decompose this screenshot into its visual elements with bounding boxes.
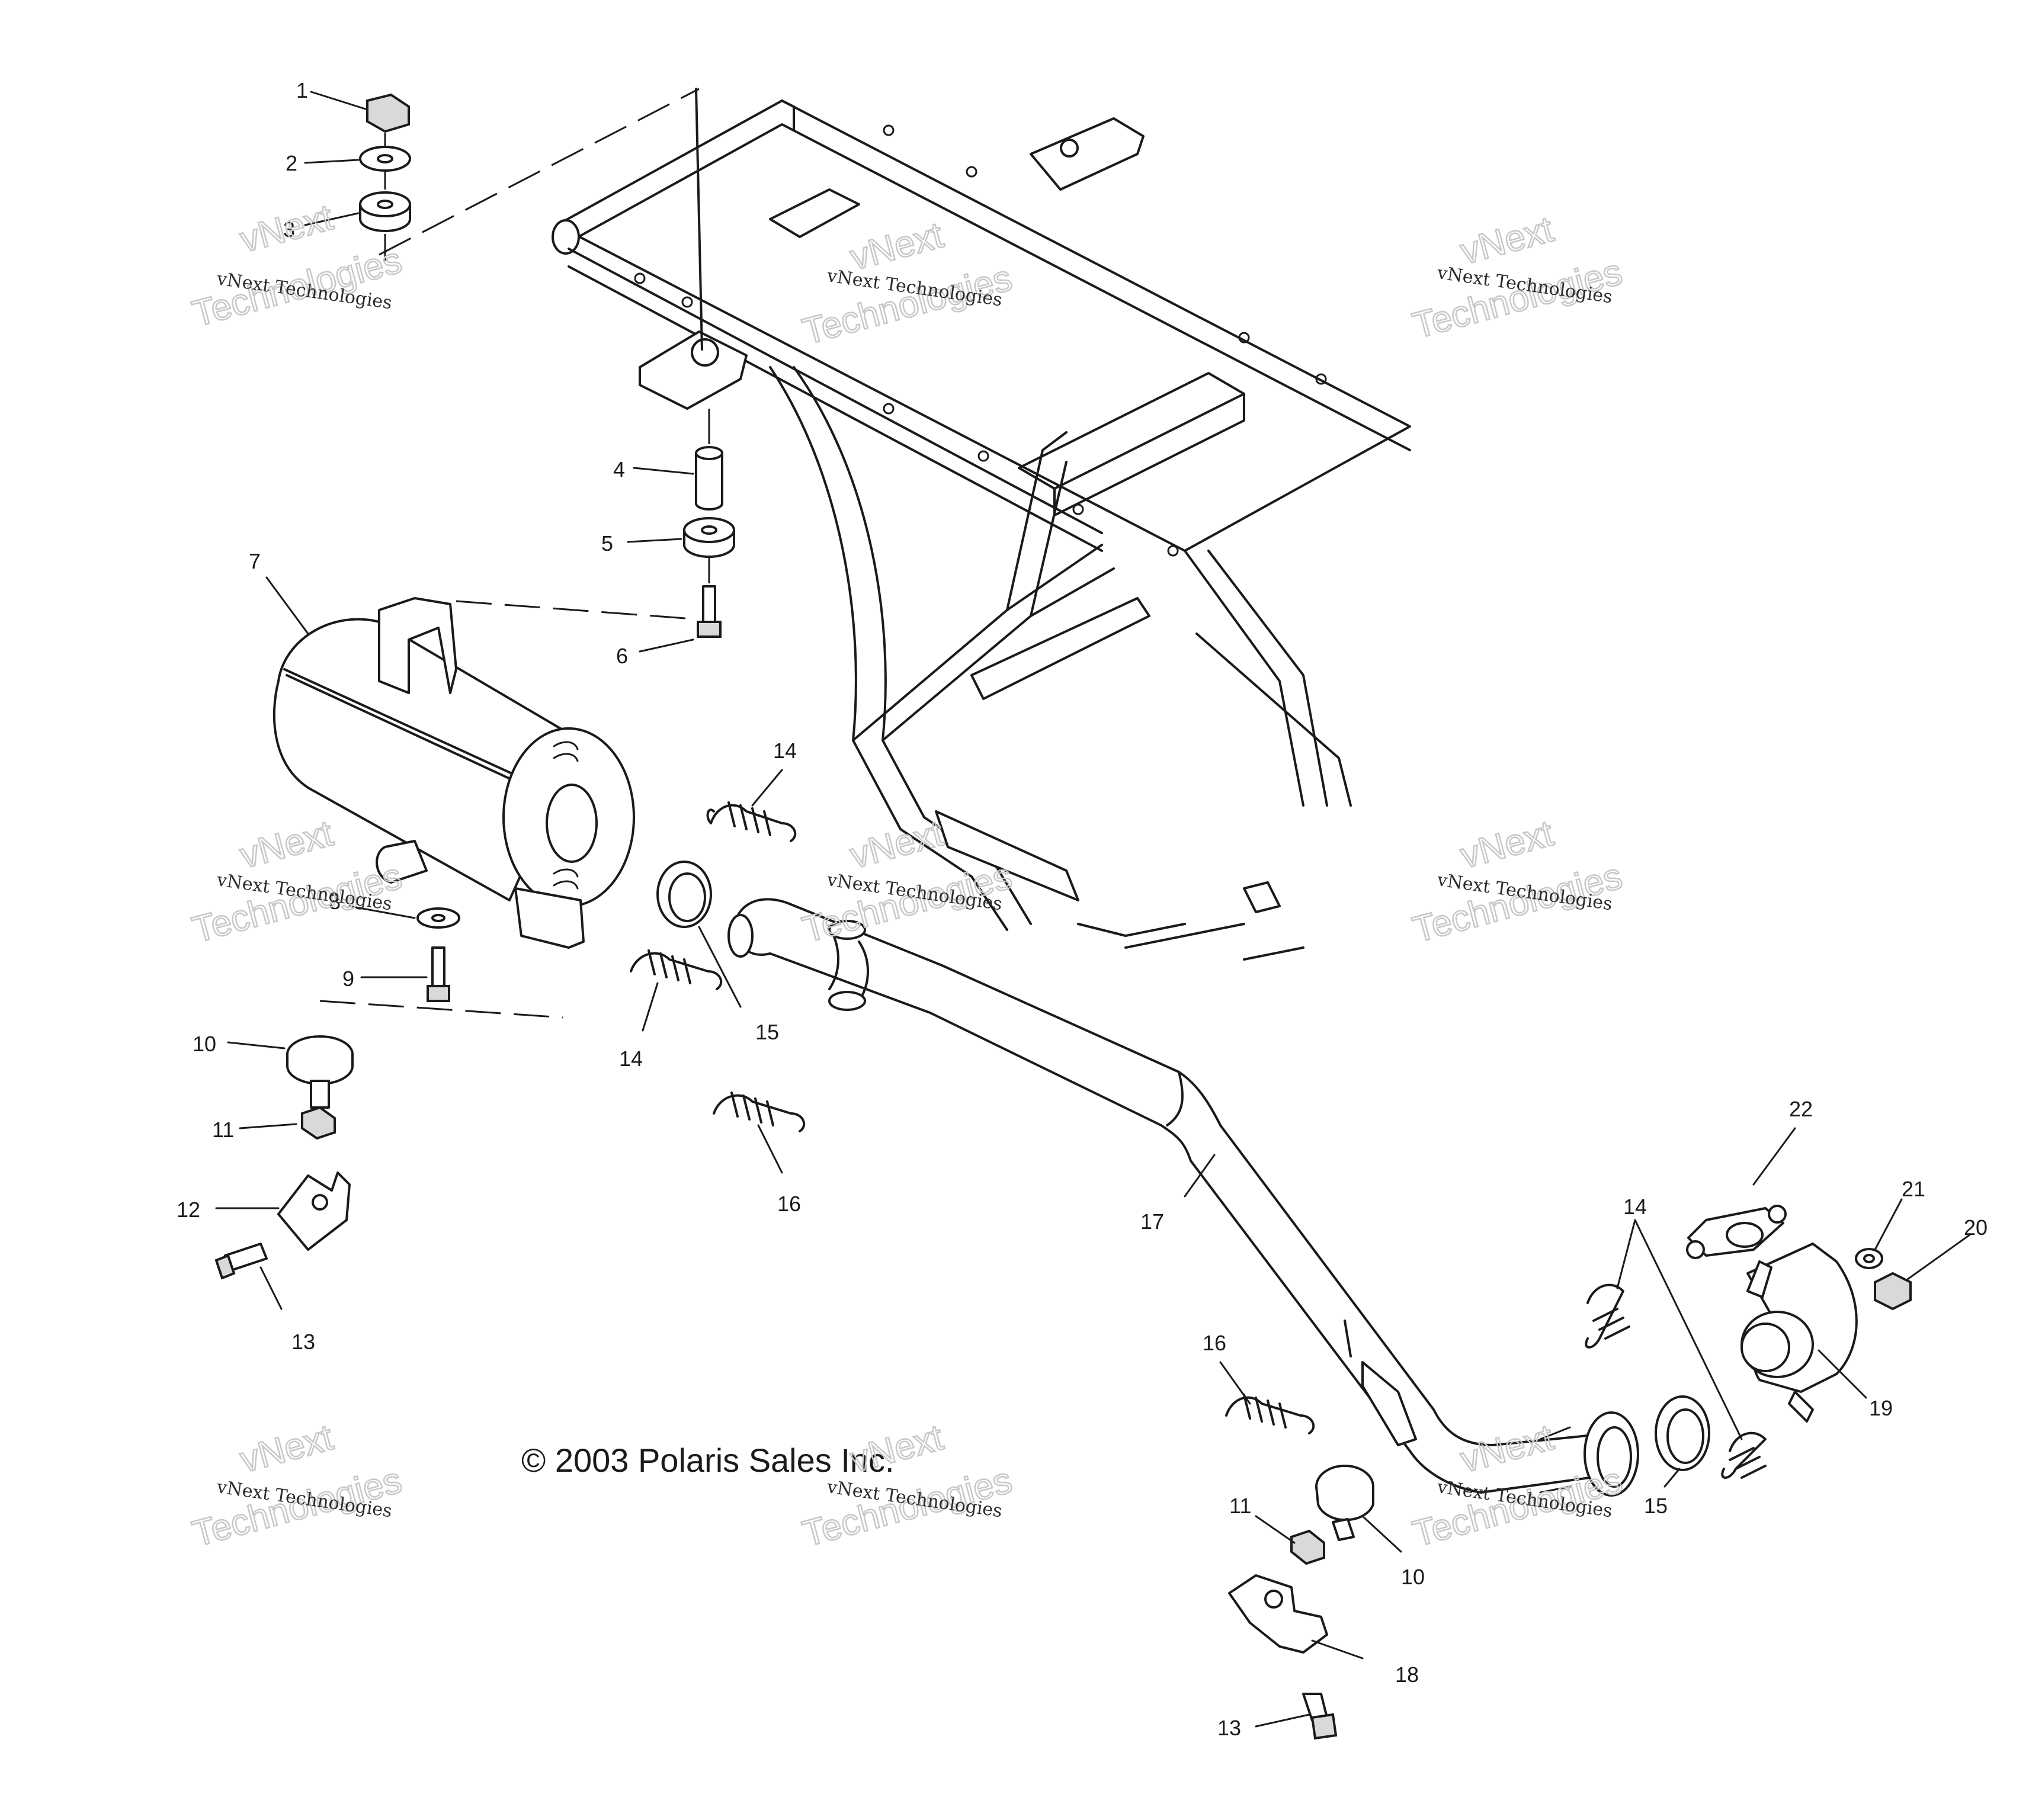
callout-6: 6 — [616, 644, 628, 668]
callout-14-lower: 14 — [619, 1047, 643, 1071]
hardware-stack-middle — [683, 409, 735, 638]
watermark: vNext Technologies — [188, 1416, 407, 1555]
nut-11-right — [1290, 1529, 1325, 1565]
callout-3: 3 — [283, 217, 295, 242]
callout-4: 4 — [613, 457, 625, 482]
callout-19: 19 — [1869, 1396, 1893, 1420]
hardware-muffler-mount — [214, 907, 563, 1280]
springs-left — [630, 801, 806, 1132]
frame-drawing — [552, 99, 1411, 961]
svg-text:vNext: vNext — [236, 1417, 337, 1481]
bolt-6 — [702, 585, 716, 623]
callout-16-right: 16 — [1203, 1331, 1226, 1355]
nut-20 — [1874, 1272, 1912, 1311]
svg-text:vNext: vNext — [1456, 813, 1557, 877]
muffler-7 — [273, 597, 694, 949]
callout-12: 12 — [177, 1198, 200, 1222]
callout-13: 13 — [291, 1330, 315, 1354]
copyright-notice: © 2003 Polaris Sales Inc. — [521, 1442, 895, 1479]
callout-15-left: 15 — [755, 1020, 779, 1044]
svg-text:vNext: vNext — [1456, 1417, 1557, 1481]
spring-16-left — [713, 1092, 806, 1132]
callout-10: 10 — [193, 1032, 216, 1056]
bolt-9 — [431, 946, 445, 987]
callout-2: 2 — [286, 151, 297, 175]
watermarks: vNext Technologies vNext Technologies vN… — [188, 196, 1627, 1555]
callout-15-right: 15 — [1644, 1494, 1668, 1518]
svg-text:vNext: vNext — [846, 1417, 947, 1481]
leader-lines — [215, 91, 1971, 1728]
watermark: vNext Technologies — [1408, 208, 1627, 347]
svg-text:vNext: vNext — [846, 214, 947, 278]
callout-11: 11 — [212, 1118, 234, 1142]
watermark: vNext Technologies — [798, 812, 1017, 951]
callout-8: 8 — [329, 890, 341, 914]
nut-1 — [366, 93, 410, 133]
gasket-plate-22 — [1686, 1205, 1787, 1259]
callout-22: 22 — [1789, 1097, 1813, 1121]
callout-16-left: 16 — [777, 1192, 801, 1216]
callout-21: 21 — [1902, 1177, 1925, 1201]
spring-14-lower — [630, 949, 723, 990]
callout-5: 5 — [601, 531, 613, 556]
callout-9: 9 — [342, 967, 354, 991]
spring-14-right-lower — [1721, 1431, 1767, 1479]
svg-text:vNext: vNext — [236, 813, 337, 877]
spring-14-right-upper — [1585, 1283, 1630, 1349]
callout-10-right: 10 — [1401, 1565, 1425, 1589]
bracket-12 — [277, 1171, 351, 1251]
svg-text:vNext: vNext — [1456, 208, 1557, 272]
hardware-lower-right — [1228, 1465, 1374, 1740]
callout-13-right: 13 — [1217, 1716, 1241, 1740]
gasket-15-left — [656, 861, 712, 928]
hardware-stack-upper — [359, 88, 703, 351]
spring-16-right — [1225, 1394, 1315, 1434]
callout-20: 20 — [1964, 1215, 1988, 1240]
spacer-4 — [695, 453, 723, 511]
callout-labels: 1 2 3 4 5 6 7 8 9 10 11 12 13 14 14 15 1… — [177, 78, 1988, 1740]
springs-right — [1225, 1205, 1912, 1479]
callout-14-upper: 14 — [773, 739, 797, 763]
watermark: vNext Technologies — [1408, 812, 1627, 951]
gasket-15-right — [1655, 1395, 1710, 1471]
callout-14-right: 14 — [1623, 1195, 1647, 1219]
svg-text:vNext: vNext — [236, 197, 337, 261]
callout-11-right: 11 — [1229, 1494, 1251, 1518]
callout-17: 17 — [1140, 1209, 1164, 1234]
exhaust-manifold-19 — [1740, 1243, 1858, 1423]
callout-7: 7 — [249, 549, 261, 573]
nut-11 — [301, 1106, 336, 1140]
header-pipe-17 — [727, 898, 1639, 1497]
spring-14-upper — [706, 801, 797, 842]
callout-18: 18 — [1395, 1662, 1419, 1687]
callout-1: 1 — [296, 78, 308, 102]
bracket-18 — [1228, 1574, 1328, 1654]
